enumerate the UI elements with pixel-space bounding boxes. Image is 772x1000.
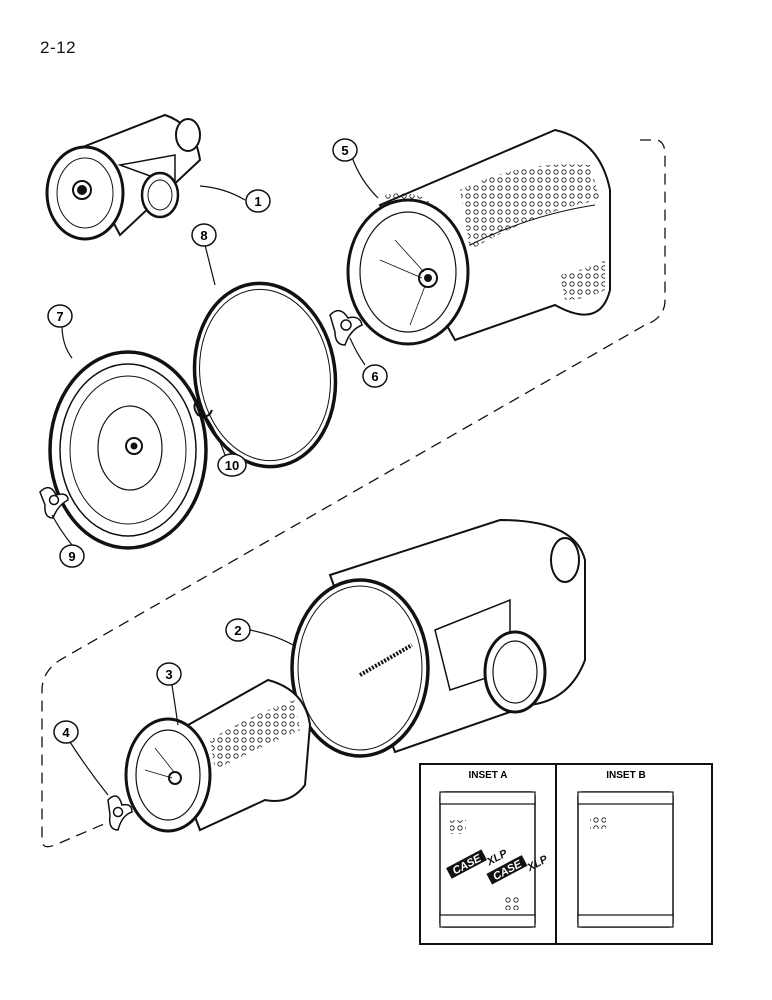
inset-a-title: INSET A [468, 770, 507, 781]
inset-b-title: INSET B [606, 770, 645, 781]
part-9-wing-nut [39, 486, 69, 519]
part-7-end-cover [48, 350, 208, 550]
callout-2: 2 [225, 618, 251, 642]
part-8-seal-ring [192, 281, 338, 469]
svg-text:9: 9 [68, 549, 75, 564]
leader-lines [51, 156, 379, 796]
svg-text:3: 3 [165, 667, 172, 682]
svg-text:4: 4 [62, 725, 70, 740]
inset-panels: INSET A INSET B CASE XLP CASE XLP [419, 763, 713, 945]
callout-8: 8 [191, 223, 217, 247]
inset-b-filter [577, 791, 674, 928]
callout-9: 9 [59, 544, 85, 568]
svg-text:8: 8 [200, 228, 207, 243]
callout-3: 3 [156, 662, 182, 686]
part-4-wing-nut [107, 795, 133, 831]
svg-text:6: 6 [371, 369, 378, 384]
callout-5: 5 [332, 138, 358, 162]
part-10-clip [193, 397, 213, 418]
part-3-secondary-filter [124, 678, 312, 833]
part-6-wing-nut [329, 309, 363, 346]
svg-text:1: 1 [254, 194, 261, 209]
callout-1: 1 [245, 189, 271, 213]
part-2-air-cleaner-housing [290, 518, 586, 758]
svg-text:5: 5 [341, 143, 348, 158]
part-5-primary-filter [346, 128, 611, 346]
callout-10: 10 [217, 453, 247, 477]
svg-text:10: 10 [225, 458, 239, 473]
svg-text:2: 2 [234, 623, 241, 638]
callout-4: 4 [53, 720, 79, 744]
page-number: 2-12 [40, 38, 77, 57]
svg-text:7: 7 [56, 309, 63, 324]
dashed-group-outline [41, 139, 666, 848]
part-1-precleaner [45, 113, 202, 241]
inset-a-filter: CASE XLP CASE XLP [439, 791, 550, 928]
callout-7: 7 [47, 304, 73, 328]
callout-6: 6 [362, 364, 388, 388]
